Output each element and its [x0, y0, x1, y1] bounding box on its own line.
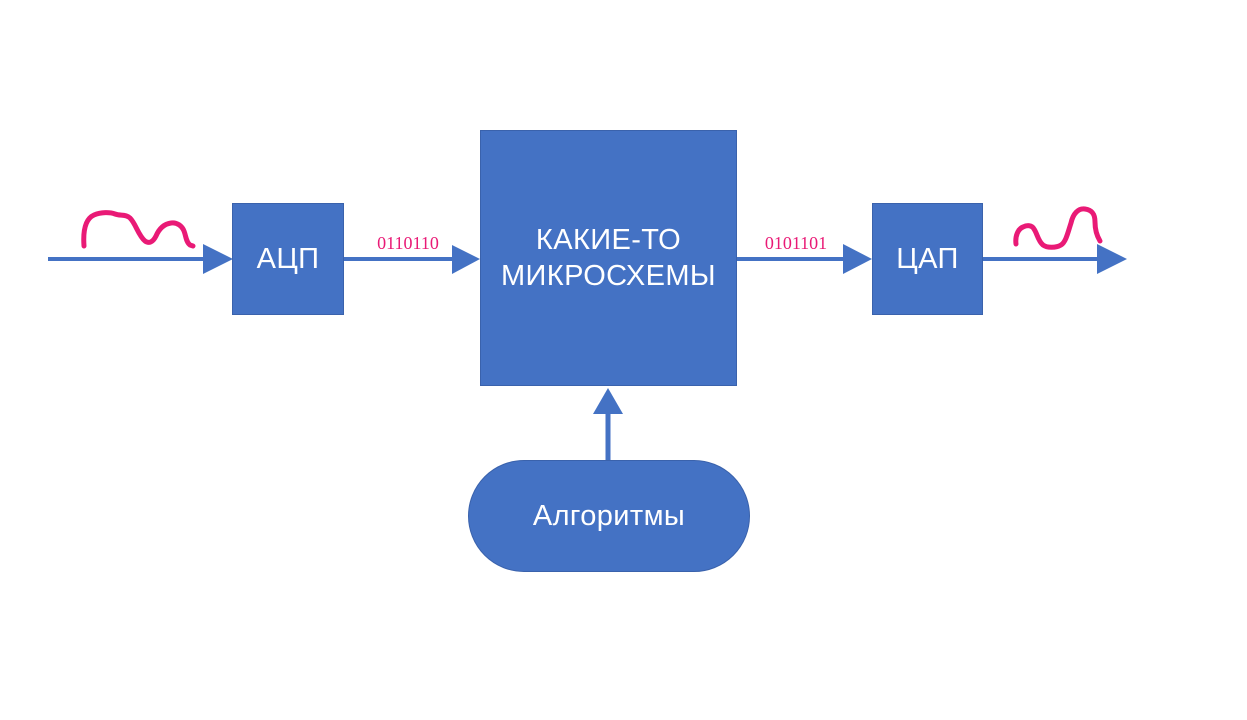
node-chips: КАКИЕ-ТО МИКРОСХЕМЫ: [480, 130, 737, 386]
node-chips-label: КАКИЕ-ТО МИКРОСХЕМЫ: [501, 222, 716, 295]
node-dac: ЦАП: [872, 203, 983, 315]
node-adc: АЦП: [232, 203, 344, 315]
adc-to-chips-arrowhead-icon: [452, 245, 480, 274]
node-dac-label: ЦАП: [896, 242, 959, 275]
node-adc-label: АЦП: [256, 242, 320, 275]
chips-to-dac-arrowhead-icon: [843, 244, 872, 274]
node-algorithms-label: Алгоритмы: [532, 499, 686, 532]
input-arrowhead-icon: [203, 244, 233, 274]
algorithms-to-chips-arrowhead-icon: [593, 388, 623, 414]
node-algorithms: Алгоритмы: [468, 460, 750, 572]
chips-output-bits-label: 0101101: [764, 233, 828, 253]
output-arrowhead-icon: [1097, 244, 1127, 274]
node-chips-label-line1: КАКИЕ-ТО: [535, 223, 682, 256]
node-chips-label-line2: МИКРОСХЕМЫ: [501, 260, 716, 292]
output-analog-waveform-icon: [1013, 206, 1103, 250]
input-analog-waveform-icon: [81, 210, 196, 249]
adc-output-bits-label: 0110110: [377, 233, 439, 253]
